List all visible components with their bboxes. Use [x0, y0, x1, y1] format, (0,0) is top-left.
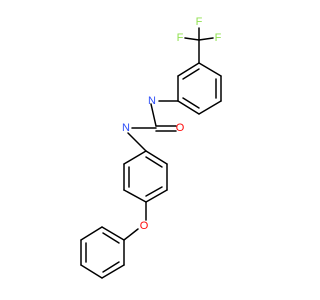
atom-o-ether: O	[140, 220, 149, 232]
phenoxy-ring	[80, 226, 125, 279]
atom-o-carbonyl: O	[176, 122, 185, 134]
ring3-bond-2	[80, 226, 103, 241]
atom-n-upper: N	[148, 95, 156, 107]
trifluoromethylphenyl-ring	[177, 62, 222, 115]
atom-f-left: F	[177, 32, 184, 44]
ether-linkage	[123, 201, 147, 241]
atom-f-top: F	[196, 16, 203, 28]
ring2-inner-double-2	[145, 186, 163, 197]
bond-n2-ring2	[127, 132, 147, 152]
trifluoromethyl-group	[184, 27, 214, 64]
bond-o-ring3	[123, 228, 139, 241]
ring1-bond-4	[198, 100, 222, 115]
ring2-bond-1	[145, 150, 168, 165]
ring2-bond-6	[123, 150, 147, 165]
urea-linker	[127, 100, 179, 152]
ring1-inner-double-3	[182, 97, 200, 109]
ring3-bond-4	[80, 264, 103, 279]
ring1-bond-1	[177, 62, 200, 77]
ring2-bond-3	[145, 189, 168, 203]
ring2-bond-4	[123, 189, 147, 203]
atom-f-right: F	[215, 32, 222, 44]
ring3-inner-double-3	[102, 261, 120, 273]
ring2-inner-double-1	[145, 156, 163, 168]
bond-c-f-right	[198, 37, 214, 41]
ring3-bond-5	[101, 264, 125, 279]
ring1-bond-2	[198, 62, 222, 77]
ring3-inner-double-1	[102, 232, 120, 244]
bond-c-f-left	[184, 37, 200, 41]
bond-n1-carbonyl	[150, 103, 157, 127]
molecule-diagram: F F F N O N O	[80, 16, 222, 279]
ring1-bond-5	[177, 100, 200, 115]
ring3-bond-1	[101, 226, 125, 241]
atom-n-lower: N	[122, 122, 130, 134]
atom-labels: F F F N O N O	[122, 16, 222, 232]
ring1-inner-double-1	[182, 68, 200, 80]
phenylene-ring	[123, 150, 168, 203]
